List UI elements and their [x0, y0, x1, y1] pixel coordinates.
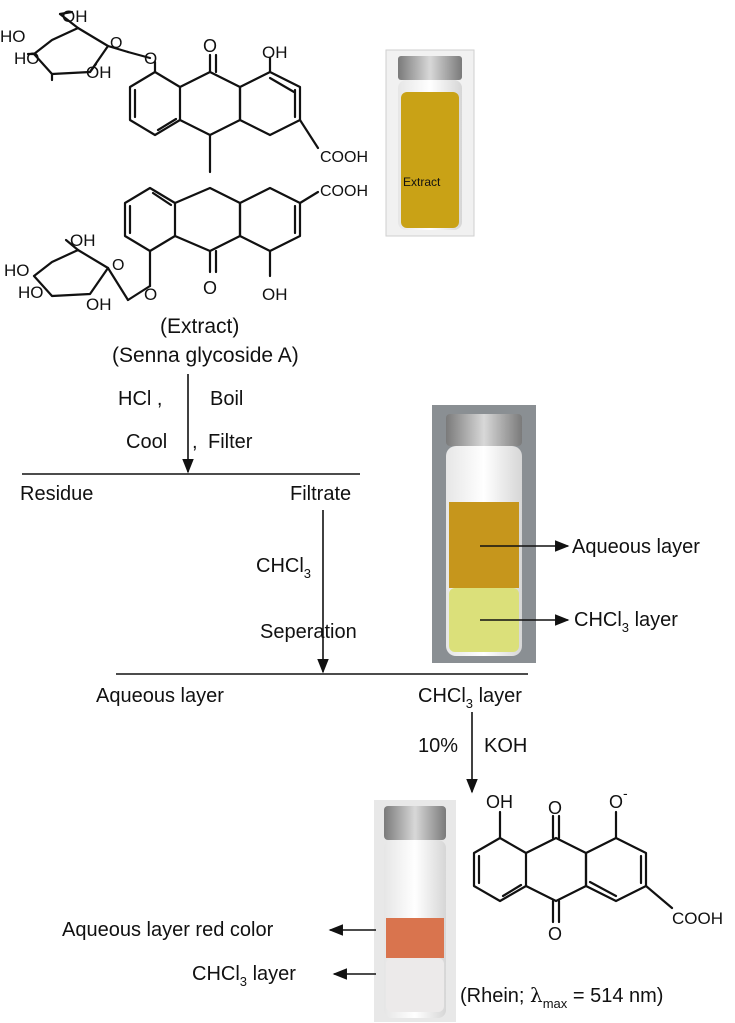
step3-reagent-right: KOH: [484, 735, 527, 757]
oh-label-3: OH: [262, 43, 288, 62]
oh-label-6: OH: [86, 295, 112, 314]
ho-label-2: HO: [14, 49, 40, 68]
oxo-label-2: O: [203, 278, 217, 298]
rhein-phenolate: O-: [609, 785, 628, 812]
koh-chcl3-label: CHCl3 layer: [192, 963, 296, 989]
lower-anthrone: [123, 186, 320, 302]
filtrate-label: Filtrate: [290, 483, 351, 505]
rhein-caption: (Rhein; λmax = 514 nm): [460, 983, 663, 1011]
step2-cond: Seperation: [260, 621, 357, 643]
aqueous-layer-liquid: [449, 502, 519, 588]
cooh-label-2: COOH: [320, 183, 368, 200]
step1-reagent-right: Boil: [210, 388, 243, 410]
rhein-oxo-bottom: O: [548, 924, 562, 944]
rhein-structure: [472, 810, 674, 924]
oxo-label-1: O: [203, 36, 217, 56]
separation-vial-photo: [432, 405, 536, 663]
ring-oxygen-2: O: [112, 257, 124, 274]
oh-label-1: OH: [62, 7, 88, 26]
red-aqueous-liquid: [386, 918, 444, 958]
koh-vial-photo: [374, 800, 456, 1022]
oh-label-4: OH: [262, 285, 288, 304]
oh-label-5: OH: [70, 231, 96, 250]
step1-cond-right: Filter: [208, 431, 253, 453]
step1-cond-left: Cool: [126, 431, 167, 453]
step1-cond-comma: ,: [192, 431, 198, 453]
step3-reagent-left: 10%: [418, 735, 458, 757]
senna-glycoside-structure: OH HO HO OH O O O OH COOH: [0, 7, 368, 314]
glycoside-oxygen-2: O: [144, 285, 157, 304]
residue-label: Residue: [20, 483, 93, 505]
upper-anthrone: [128, 53, 320, 174]
rhein-cooh: COOH: [672, 909, 723, 928]
extract-caption: (Extract): [160, 315, 239, 338]
rhein-oxo-top: O: [548, 798, 562, 818]
photo-chcl3-label: CHCl3 layer: [574, 609, 678, 635]
step1-reagent-left: HCl ,: [118, 388, 162, 410]
ho-label-1: HO: [0, 27, 26, 46]
senna-caption: (Senna glycoside A): [112, 344, 299, 367]
chcl3-layer-label: CHCl3 layer: [418, 685, 522, 711]
ring-oxygen-1: O: [110, 35, 122, 52]
ho-label-4: HO: [18, 283, 44, 302]
extract-vial-label: Extract: [403, 175, 441, 189]
rhein-oh: OH: [486, 792, 513, 812]
lower-glucose-ring: [32, 238, 130, 302]
aqueous-layer-label: Aqueous layer: [96, 685, 224, 707]
extract-liquid: [401, 92, 459, 228]
extract-vial-photo: Extract: [385, 49, 475, 237]
red-layer-label: Aqueous layer red color: [62, 919, 274, 941]
oh-label-2: OH: [86, 63, 112, 82]
cooh-label-1: COOH: [320, 149, 368, 166]
ho-label-3: HO: [4, 261, 30, 280]
upper-glucose-ring: [26, 10, 152, 82]
photo-aqueous-label: Aqueous layer: [572, 536, 700, 558]
step2-reagent: CHCl3: [256, 555, 311, 581]
